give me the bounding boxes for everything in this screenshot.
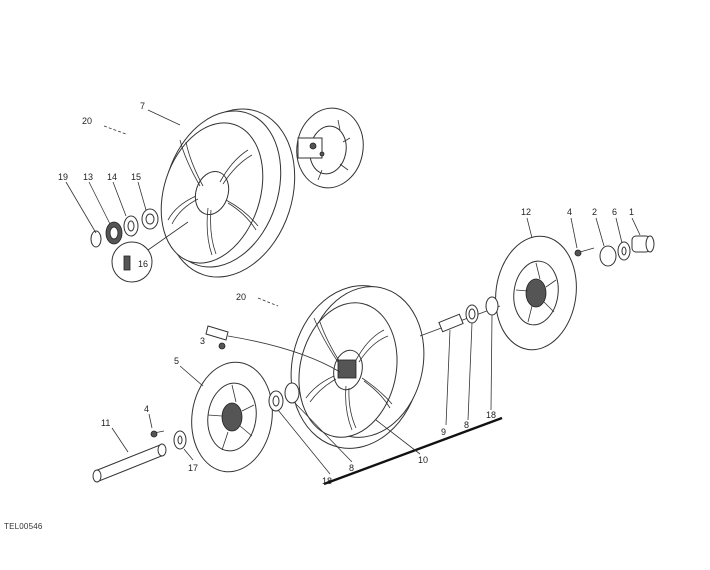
- callout-15: 15: [131, 172, 141, 182]
- valve-detail-circle: [111, 221, 189, 283]
- callout-20-upper: 20: [82, 116, 92, 126]
- callout-8-lower: 8: [349, 463, 354, 473]
- callout-14: 14: [107, 172, 117, 182]
- right-brake-disc: [495, 235, 577, 351]
- callout-16: 16: [138, 259, 148, 269]
- callout-4-lower: 4: [144, 404, 149, 414]
- leader-lines: [65, 109, 641, 475]
- callout-1: 1: [629, 207, 634, 217]
- valve-stem: [205, 325, 341, 373]
- callout-18-lower: 18: [322, 476, 332, 486]
- callout-11: 11: [101, 418, 110, 428]
- callout-13: 13: [83, 172, 93, 182]
- left-brake-disc: [191, 361, 273, 473]
- callout-5: 5: [174, 356, 179, 366]
- upper-wheel-rim: [160, 108, 296, 278]
- drawing-reference-code: TEL00546: [4, 522, 43, 531]
- upper-brake-disc: [296, 107, 364, 189]
- upper-hub-spacers: [90, 208, 159, 248]
- callout-12: 12: [521, 207, 531, 217]
- left-axle-spacers: [268, 382, 300, 412]
- callout-17: 17: [188, 463, 198, 473]
- callout-10: 10: [418, 455, 428, 465]
- callout-6: 6: [612, 207, 617, 217]
- callout-4-upper: 4: [567, 207, 572, 217]
- lower-wheel-rim: [290, 285, 425, 449]
- callout-9: 9: [441, 427, 446, 437]
- callout-19: 19: [58, 172, 68, 182]
- center-axle-spacers: [419, 296, 501, 337]
- callout-3: 3: [200, 336, 205, 346]
- callout-20-lower: 20: [236, 292, 246, 302]
- callout-labels: 7 20 19 13 14 15 16 12 4 2 6 1 20 3 5 11…: [58, 101, 634, 486]
- callout-2: 2: [592, 207, 597, 217]
- callout-18-upper: 18: [486, 410, 496, 420]
- front-axle: [92, 430, 187, 483]
- callout-7: 7: [140, 101, 145, 111]
- callout-8-upper: 8: [464, 420, 469, 430]
- right-axle-parts: [574, 235, 655, 267]
